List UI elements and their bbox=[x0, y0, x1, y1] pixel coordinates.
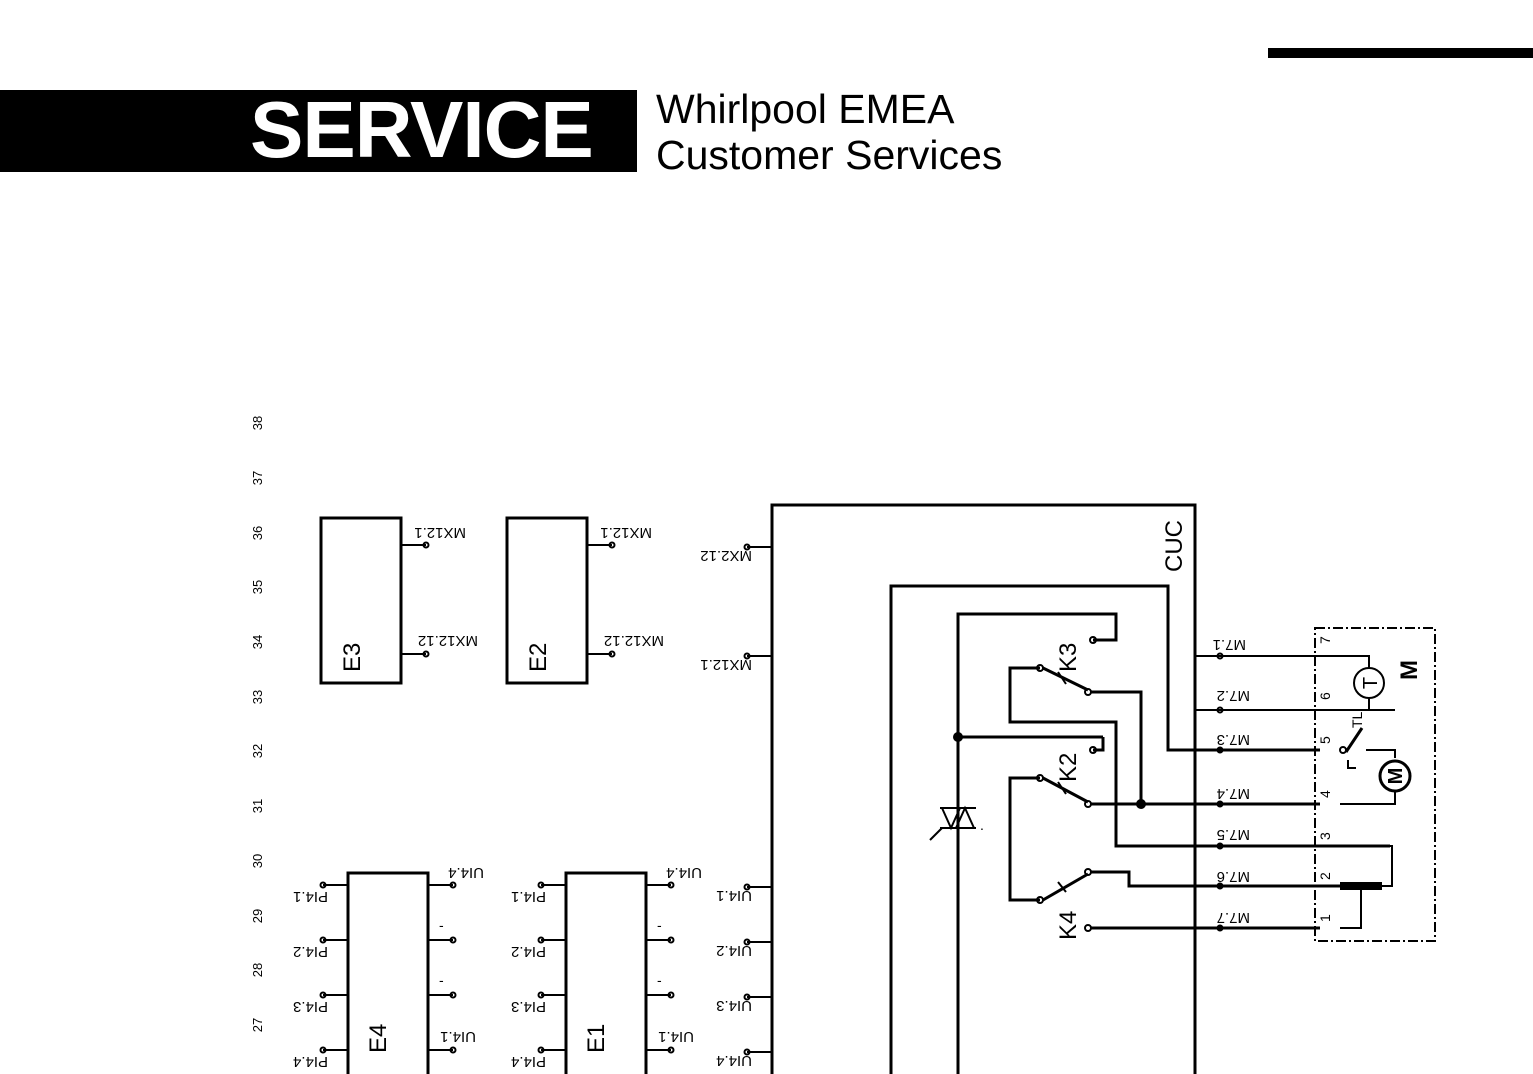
e4-pin-ui4-4: UI4.4 bbox=[448, 864, 484, 881]
terminal-6: 6 bbox=[1317, 692, 1333, 700]
terminal-2: 2 bbox=[1317, 872, 1333, 880]
e4-label: E4 bbox=[365, 1024, 392, 1053]
cuc-pin-m7-4: M7.4 bbox=[1217, 785, 1250, 802]
e1-label: E1 bbox=[583, 1024, 610, 1053]
ruler-27: 27 bbox=[250, 1018, 265, 1032]
cuc-pin-ui4-3: UI4.3 bbox=[716, 997, 752, 1014]
terminal-7: 7 bbox=[1317, 636, 1333, 644]
relay-k4-label: K4 bbox=[1055, 911, 1082, 940]
e4-pin-ui4-1: UI4.1 bbox=[440, 1028, 476, 1045]
ruler-32: 32 bbox=[250, 744, 265, 758]
motor-symbol: M bbox=[1385, 768, 1407, 785]
terminal-5: 5 bbox=[1317, 736, 1333, 744]
e1-pin-ui4-4: UI4.4 bbox=[666, 864, 702, 881]
component-cuc: CUC MX2.12 MX12.1 UI4.1 UI4.2 UI4.3 UI4.… bbox=[700, 503, 1250, 1074]
ruler-34: 34 bbox=[250, 635, 265, 649]
company-name: Whirlpool EMEA Customer Services bbox=[656, 86, 1002, 178]
svg-text:.: . bbox=[980, 817, 984, 833]
e4-pin-pi4-3: PI4.3 bbox=[293, 998, 328, 1015]
cuc-pin-ui4-2: UI4.2 bbox=[716, 942, 752, 959]
e4-dash-1: - bbox=[439, 917, 444, 933]
e1-pin-pi4-3: PI4.3 bbox=[511, 998, 546, 1015]
e3-label: E3 bbox=[339, 643, 366, 672]
e1-pin-pi4-4: PI4.4 bbox=[511, 1053, 546, 1070]
triac-symbol: . bbox=[929, 805, 984, 841]
cuc-pin-mx2-12: MX2.12 bbox=[700, 547, 752, 564]
ruler: 38 37 36 35 34 33 32 31 30 29 28 27 bbox=[250, 416, 265, 1032]
e4-dash-2: - bbox=[439, 972, 444, 988]
e1-dash-2: - bbox=[657, 972, 662, 988]
e4-pin-pi4-4: PI4.4 bbox=[293, 1053, 328, 1070]
ruler-29: 29 bbox=[250, 909, 265, 923]
cuc-pin-m7-2: M7.2 bbox=[1217, 687, 1250, 704]
motor-assembly: M 7 6 5 4 3 2 1 T TL M bbox=[1314, 627, 1436, 942]
relay-k3-label: K3 bbox=[1055, 643, 1082, 672]
e2-pin-mx12-12: MX12.12 bbox=[604, 632, 664, 649]
ruler-35: 35 bbox=[250, 580, 265, 594]
ruler-30: 30 bbox=[250, 854, 265, 868]
service-banner bbox=[0, 90, 637, 172]
terminal-4: 4 bbox=[1317, 790, 1333, 798]
cuc-pin-ui4-4: UI4.4 bbox=[716, 1052, 752, 1069]
e4-pin-pi4-1: PI4.1 bbox=[293, 888, 328, 905]
internal-wiring: . K3 K2 K4 bbox=[889, 584, 1390, 1074]
e4-pin-pi4-2: PI4.2 bbox=[293, 943, 328, 960]
cuc-pin-m7-5: M7.5 bbox=[1217, 826, 1250, 843]
cuc-label: CUC bbox=[1161, 520, 1188, 572]
cuc-pin-m7-7: M7.7 bbox=[1217, 909, 1250, 926]
cuc-pin-m7-1: M7.1 bbox=[1213, 636, 1246, 653]
component-e3: E3 MX12.1 MX12.12 bbox=[319, 516, 478, 685]
cuc-pin-mx12-1: MX12.1 bbox=[700, 656, 752, 673]
component-e2: E2 MX12.1 MX12.12 bbox=[505, 516, 664, 685]
relay-k2-label: K2 bbox=[1055, 753, 1082, 782]
ruler-33: 33 bbox=[250, 690, 265, 704]
e2-pin-mx12-1: MX12.1 bbox=[600, 524, 652, 541]
ruler-28: 28 bbox=[250, 963, 265, 977]
ruler-37: 37 bbox=[250, 471, 265, 485]
ruler-36: 36 bbox=[250, 526, 265, 540]
ruler-31: 31 bbox=[250, 799, 265, 813]
e1-pin-pi4-2: PI4.2 bbox=[511, 943, 546, 960]
thermistor-label: T bbox=[1360, 677, 1382, 689]
e1-pin-ui4-1: UI4.1 bbox=[658, 1028, 694, 1045]
company-line-1: Whirlpool EMEA bbox=[656, 86, 955, 132]
cuc-pin-m7-3: M7.3 bbox=[1217, 731, 1250, 748]
e2-label: E2 bbox=[525, 643, 552, 672]
terminal-3: 3 bbox=[1317, 832, 1333, 840]
component-e4: E4 PI4.1 PI4.2 PI4.3 PI4.4 UI4.4 - - UI4… bbox=[293, 864, 484, 1074]
cuc-pin-ui4-1: UI4.1 bbox=[716, 887, 752, 904]
e3-pin-mx12-1: MX12.1 bbox=[414, 524, 466, 541]
component-e1: E1 PI4.1 PI4.2 PI4.3 PI4.4 UI4.4 - - UI4… bbox=[511, 864, 702, 1074]
service-title: SERVICE bbox=[250, 85, 594, 174]
terminal-1: 1 bbox=[1317, 914, 1333, 922]
cuc-pin-m7-6: M7.6 bbox=[1217, 868, 1250, 885]
e1-dash-1: - bbox=[657, 917, 662, 933]
ruler-38: 38 bbox=[250, 416, 265, 430]
company-line-2: Customer Services bbox=[656, 132, 1003, 178]
top-rule bbox=[1268, 48, 1533, 58]
thermal-limiter-label: TL bbox=[1349, 711, 1365, 728]
e3-pin-mx12-12: MX12.12 bbox=[418, 632, 478, 649]
motor-label: M bbox=[1396, 660, 1423, 680]
e1-pin-pi4-1: PI4.1 bbox=[511, 888, 546, 905]
